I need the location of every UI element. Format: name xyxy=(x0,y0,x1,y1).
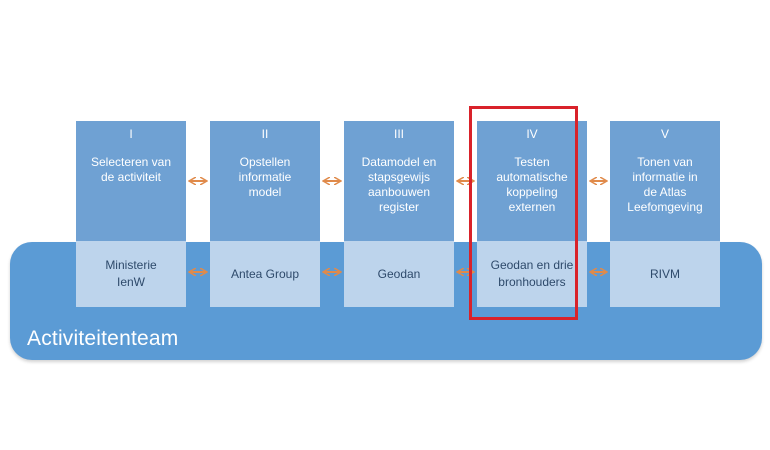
phase-5: V Tonen van informatie in de Atlas Leefo… xyxy=(610,121,720,307)
phase-description: Opstellen informatie model xyxy=(238,155,292,199)
phase-2: II Opstellen informatie model Antea Grou… xyxy=(210,121,320,307)
phase-activity-box: III Datamodel en stapsgewijs aanbouwen r… xyxy=(344,121,454,241)
phase-party: Geodan en drie bronhouders xyxy=(477,241,587,307)
phase-activity-box: V Tonen van informatie in de Atlas Leefo… xyxy=(610,121,720,241)
phase-number: V xyxy=(660,127,669,141)
phase-description: Datamodel en stapsgewijs aanbouwen regis… xyxy=(361,155,437,214)
team-label: Activiteitenteam xyxy=(27,327,179,350)
phase-4: IV Testen automatische koppeling externe… xyxy=(477,121,587,307)
phase-activity-box: I Selecteren van de activiteit xyxy=(76,121,186,241)
phase-1: I Selecteren van de activiteit Ministeri… xyxy=(76,121,186,307)
phase-description: Selecteren van de activiteit xyxy=(90,155,172,184)
phase-description: Testen automatische koppeling externen xyxy=(496,155,568,214)
phase-party: Geodan xyxy=(344,241,454,307)
phase-party: Antea Group xyxy=(210,241,320,307)
phase-activity-box: IV Testen automatische koppeling externe… xyxy=(477,121,587,241)
phase-number: II xyxy=(261,127,269,141)
phase-number: IV xyxy=(526,127,538,141)
highlight-frame-phase-iv xyxy=(469,106,578,320)
phase-description: Tonen van informatie in de Atlas Leefomg… xyxy=(627,155,703,214)
phase-activity-box: II Opstellen informatie model xyxy=(210,121,320,241)
phase-party: RIVM xyxy=(610,241,720,307)
phase-3: III Datamodel en stapsgewijs aanbouwen r… xyxy=(344,121,454,307)
phase-number: I xyxy=(129,127,133,141)
phase-party: Ministerie IenW xyxy=(76,241,186,307)
phase-number: III xyxy=(393,127,404,141)
